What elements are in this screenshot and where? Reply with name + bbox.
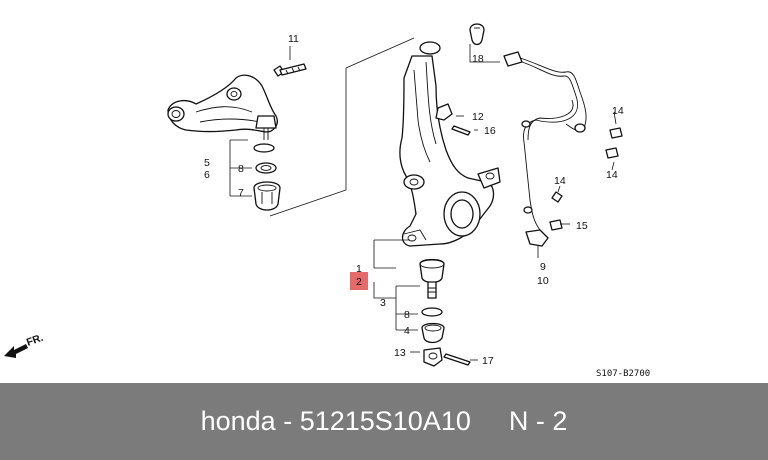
front-arrow-label: FR. [25,332,45,349]
leader-lines [229,37,617,361]
footer-sep: - [275,406,300,436]
callout-14-c: 14 [554,175,566,187]
callout-8-lower: 8 [404,309,410,321]
cotter-pin-16 [451,125,471,136]
parts-diagram: 11 18 12 16 5 6 8 7 14 14 14 15 9 10 1 2… [4,23,650,379]
callout-2: 2 [356,276,362,288]
callout-13: 13 [394,347,406,359]
footer-part-number: 51215S10A10 [299,406,471,436]
callout-8-upper: 8 [238,163,244,175]
sensor-bolts [549,127,623,231]
abs-sensor-wire [503,51,587,247]
callout-18: 18 [472,53,484,65]
lower-ball-joint [419,258,445,367]
front-arrow-icon [4,344,28,358]
callout-16: 16 [484,125,496,137]
callout-14-a: 14 [612,105,624,117]
footer-brand: honda [200,406,276,436]
callout-6: 6 [204,169,210,181]
upper-joint-parts [253,143,281,211]
upper-control-arm [167,74,278,140]
bolt-11 [273,63,307,77]
callout-5: 5 [204,157,210,169]
callout-3: 3 [380,297,386,309]
callout-10: 10 [537,275,549,287]
footer-bar: honda - 51215S10A10 N - 2 [0,383,768,460]
callout-1: 1 [356,263,362,275]
footer-position: N - 2 [508,406,568,436]
callout-11: 11 [288,33,299,45]
callout-9: 9 [540,261,546,273]
callout-7: 7 [238,187,244,199]
callout-14-b: 14 [606,169,618,181]
steering-knuckle [399,41,501,247]
callout-17: 17 [482,355,494,367]
cotter-pin-17 [443,353,471,366]
callout-4: 4 [404,325,410,337]
highlight-box [350,272,368,290]
callout-15: 15 [576,220,588,232]
clip-18 [469,23,485,46]
diagram-code: S107-B2700 [596,369,650,379]
callout-12: 12 [472,111,484,123]
